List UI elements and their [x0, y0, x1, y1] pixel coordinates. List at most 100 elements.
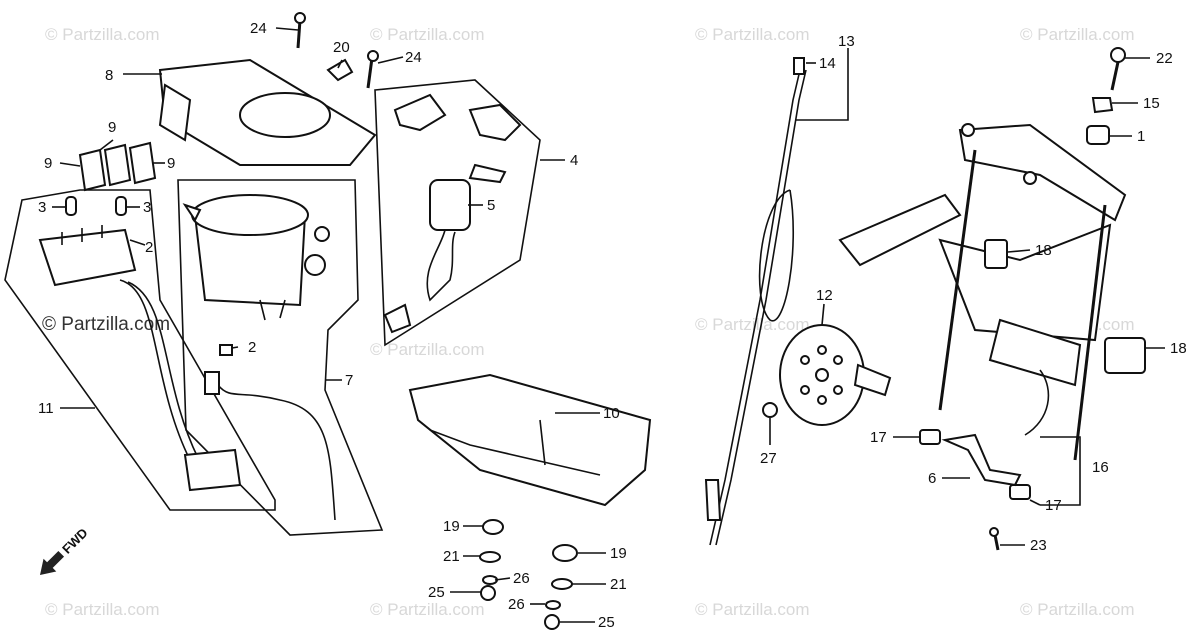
collar-part [1091, 97, 1114, 114]
headlight-bracket-part [838, 123, 1127, 461]
bulb-part [115, 196, 127, 216]
ignition-switch-part [383, 93, 522, 334]
callout-14: 14 [819, 55, 836, 72]
watermark: © Partzilla.com [1020, 25, 1135, 44]
watermark: © Partzilla.com [370, 25, 485, 44]
callout-17: 17 [870, 429, 887, 446]
collar-part [1009, 484, 1031, 500]
meter-wire [217, 384, 336, 521]
indicator-housing-part [38, 225, 137, 287]
grommet-part [326, 58, 354, 82]
cable-end [793, 57, 805, 75]
cable-end [704, 479, 722, 521]
callout-3: 3 [38, 199, 46, 216]
callout-9: 9 [167, 155, 175, 172]
callout-2: 2 [248, 339, 256, 356]
callout-3: 3 [143, 199, 151, 216]
callout-1: 1 [1137, 128, 1145, 145]
callout-10: 10 [603, 405, 620, 422]
fwd-label: FWD [59, 525, 91, 557]
watermark: © Partzilla.com [695, 600, 810, 619]
callout-13: 13 [838, 33, 855, 50]
rubber-cushion-part [482, 519, 504, 535]
watermark: © Partzilla.com [370, 340, 485, 359]
callout-16: 16 [1092, 459, 1109, 476]
watermark: © Partzilla.com [1020, 600, 1135, 619]
callout-15: 15 [1143, 95, 1160, 112]
callout-27: 27 [760, 450, 777, 467]
bulb-part [65, 196, 77, 216]
screw-head [989, 527, 999, 537]
callout-26: 26 [508, 596, 525, 613]
callout-24: 24 [405, 49, 422, 66]
tool-tray-part [408, 373, 652, 507]
callout-21: 21 [610, 576, 627, 593]
callout-26: 26 [513, 570, 530, 587]
bolt-head [1110, 47, 1126, 63]
callout-7: 7 [345, 372, 353, 389]
rubber-mount-part [1086, 125, 1110, 145]
callout-20: 20 [333, 39, 350, 56]
callout-2: 2 [145, 239, 153, 256]
callout-4: 4 [570, 152, 578, 169]
bolt-part [762, 402, 778, 418]
ignition-group-outline [374, 79, 541, 347]
leader-lines [52, 27, 1165, 623]
watermark: © Partzilla.com [695, 25, 810, 44]
indicator-connector-part [183, 448, 242, 492]
nut-part [480, 585, 496, 601]
watermark-prominent: © Partzilla.com [42, 314, 170, 335]
callout-23: 23 [1030, 537, 1047, 554]
watermark: © Partzilla.com [45, 25, 160, 44]
indicator-bracket-outline [4, 189, 276, 511]
callout-21: 21 [443, 548, 460, 565]
screw-head [294, 12, 306, 24]
horn-part [779, 324, 892, 426]
callout-11: 11 [38, 400, 54, 417]
callout-25: 25 [598, 614, 615, 631]
washer-part [545, 600, 561, 610]
indicator-wire [127, 281, 199, 459]
clamp-part [941, 433, 1022, 487]
watermark: © Partzilla.com [695, 315, 810, 334]
bulb-socket-part [219, 344, 233, 356]
callout-25: 25 [428, 584, 445, 601]
fwd-arrow-icon: FWD [40, 525, 91, 575]
watermark: © Partzilla.com [370, 600, 485, 619]
callout-24: 24 [250, 20, 267, 37]
watermark: © Partzilla.com [45, 600, 160, 619]
callout-8: 8 [105, 67, 113, 84]
indicator-lens-part [78, 141, 157, 192]
screw-head [367, 50, 379, 62]
callout-18: 18 [1170, 340, 1187, 357]
callout-22: 22 [1156, 50, 1173, 67]
callout-19: 19 [443, 518, 460, 535]
callout-17: 17 [1045, 497, 1062, 514]
rubber-block-part [1104, 337, 1146, 374]
washer-part [479, 551, 501, 563]
rubber-cushion-part [552, 544, 578, 562]
screw-part [296, 19, 302, 49]
nut-part [544, 614, 560, 630]
indicator-wire [119, 279, 191, 461]
speedometer-cable-part [704, 57, 807, 546]
callout-labels: 24 20 24 8 9 9 9 3 3 2 2 7 11 4 5 10 19 … [38, 20, 1187, 631]
collar-part [919, 429, 941, 445]
callout-19: 19 [610, 545, 627, 562]
callout-6: 6 [928, 470, 936, 487]
meter-connector-part [204, 371, 220, 395]
washer-part [551, 578, 573, 590]
callout-5: 5 [487, 197, 495, 214]
speedometer-part [182, 194, 330, 321]
rubber-block-part [984, 239, 1008, 269]
screw-part [366, 57, 374, 89]
meter-cover-part [158, 58, 377, 166]
callout-18: 18 [1035, 242, 1052, 259]
washer-part [482, 575, 498, 585]
callout-9: 9 [44, 155, 52, 172]
callout-12: 12 [816, 287, 833, 304]
callout-9: 9 [108, 119, 116, 136]
screw-part [993, 534, 1000, 551]
